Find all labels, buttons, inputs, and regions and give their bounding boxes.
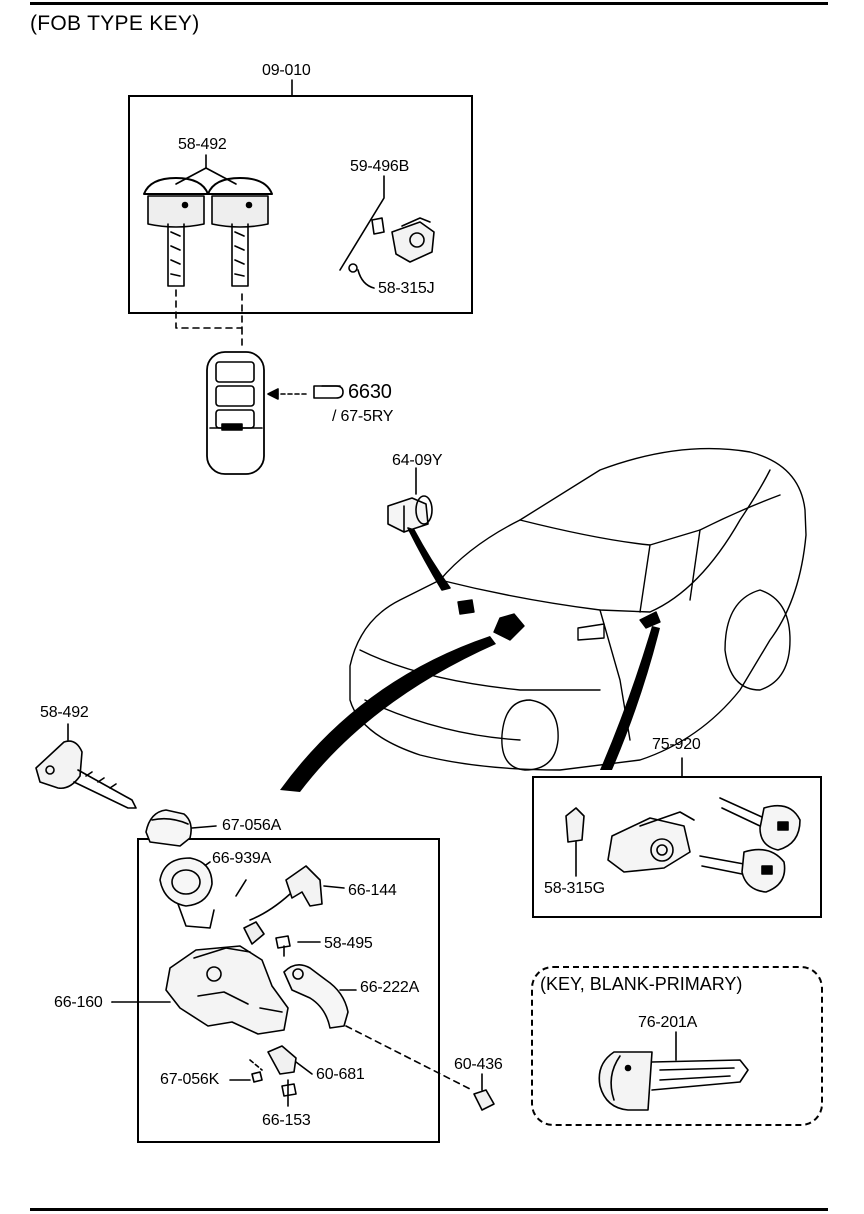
label-76-201a: 76-201A [638, 1014, 698, 1031]
label-58-315g: 58-315G [544, 880, 605, 897]
label-66-153: 66-153 [262, 1112, 311, 1129]
top-rule [30, 2, 828, 5]
label-58-495: 58-495 [324, 935, 373, 952]
glovebox-cylinder-illustration [339, 175, 435, 289]
label-66-160: 66-160 [54, 994, 103, 1011]
label-67-5ry: / 67-5RY [332, 408, 394, 425]
label-64-09y: 64-09Y [392, 452, 443, 469]
label-6630: 6630 [348, 381, 392, 403]
door-lock-set-box [532, 776, 822, 918]
label-58-492-top: 58-492 [178, 136, 227, 153]
label-67-056a: 67-056A [222, 817, 282, 834]
bottom-rule [30, 1208, 828, 1211]
label-66-222a: 66-222A [360, 979, 420, 996]
key-set-box [128, 95, 473, 314]
label-66-939a: 66-939A [212, 850, 272, 867]
finger-pointer-icon [313, 385, 344, 399]
label-09-010: 09-010 [262, 62, 311, 79]
blank-key-box [531, 966, 823, 1126]
blank-key-illustration [598, 1031, 749, 1111]
diagram-header: (FOB TYPE KEY) [30, 12, 200, 35]
label-58-492-left: 58-492 [40, 704, 89, 721]
blank-key-title: (KEY, BLANK-PRIMARY) [540, 974, 743, 994]
hood-cylinder-illustration [387, 467, 451, 591]
steering-lock-illustration [111, 857, 495, 1111]
key-fob-illustration [206, 351, 309, 475]
label-58-315j: 58-315J [378, 280, 435, 297]
label-60-681: 60-681 [316, 1066, 365, 1083]
callout-arcs [280, 626, 660, 792]
door-lock-set-illustration [565, 757, 801, 893]
loose-key-illustration [35, 723, 137, 809]
key-pair-illustration [143, 154, 273, 351]
ring-illustration [145, 809, 217, 847]
steering-lock-box [137, 838, 440, 1143]
label-59-496b: 59-496B [350, 158, 410, 175]
label-66-144: 66-144 [348, 882, 397, 899]
label-60-436: 60-436 [454, 1056, 503, 1073]
car-illustration [349, 447, 807, 771]
label-67-056k: 67-056K [160, 1071, 220, 1088]
label-75-920: 75-920 [652, 736, 701, 753]
